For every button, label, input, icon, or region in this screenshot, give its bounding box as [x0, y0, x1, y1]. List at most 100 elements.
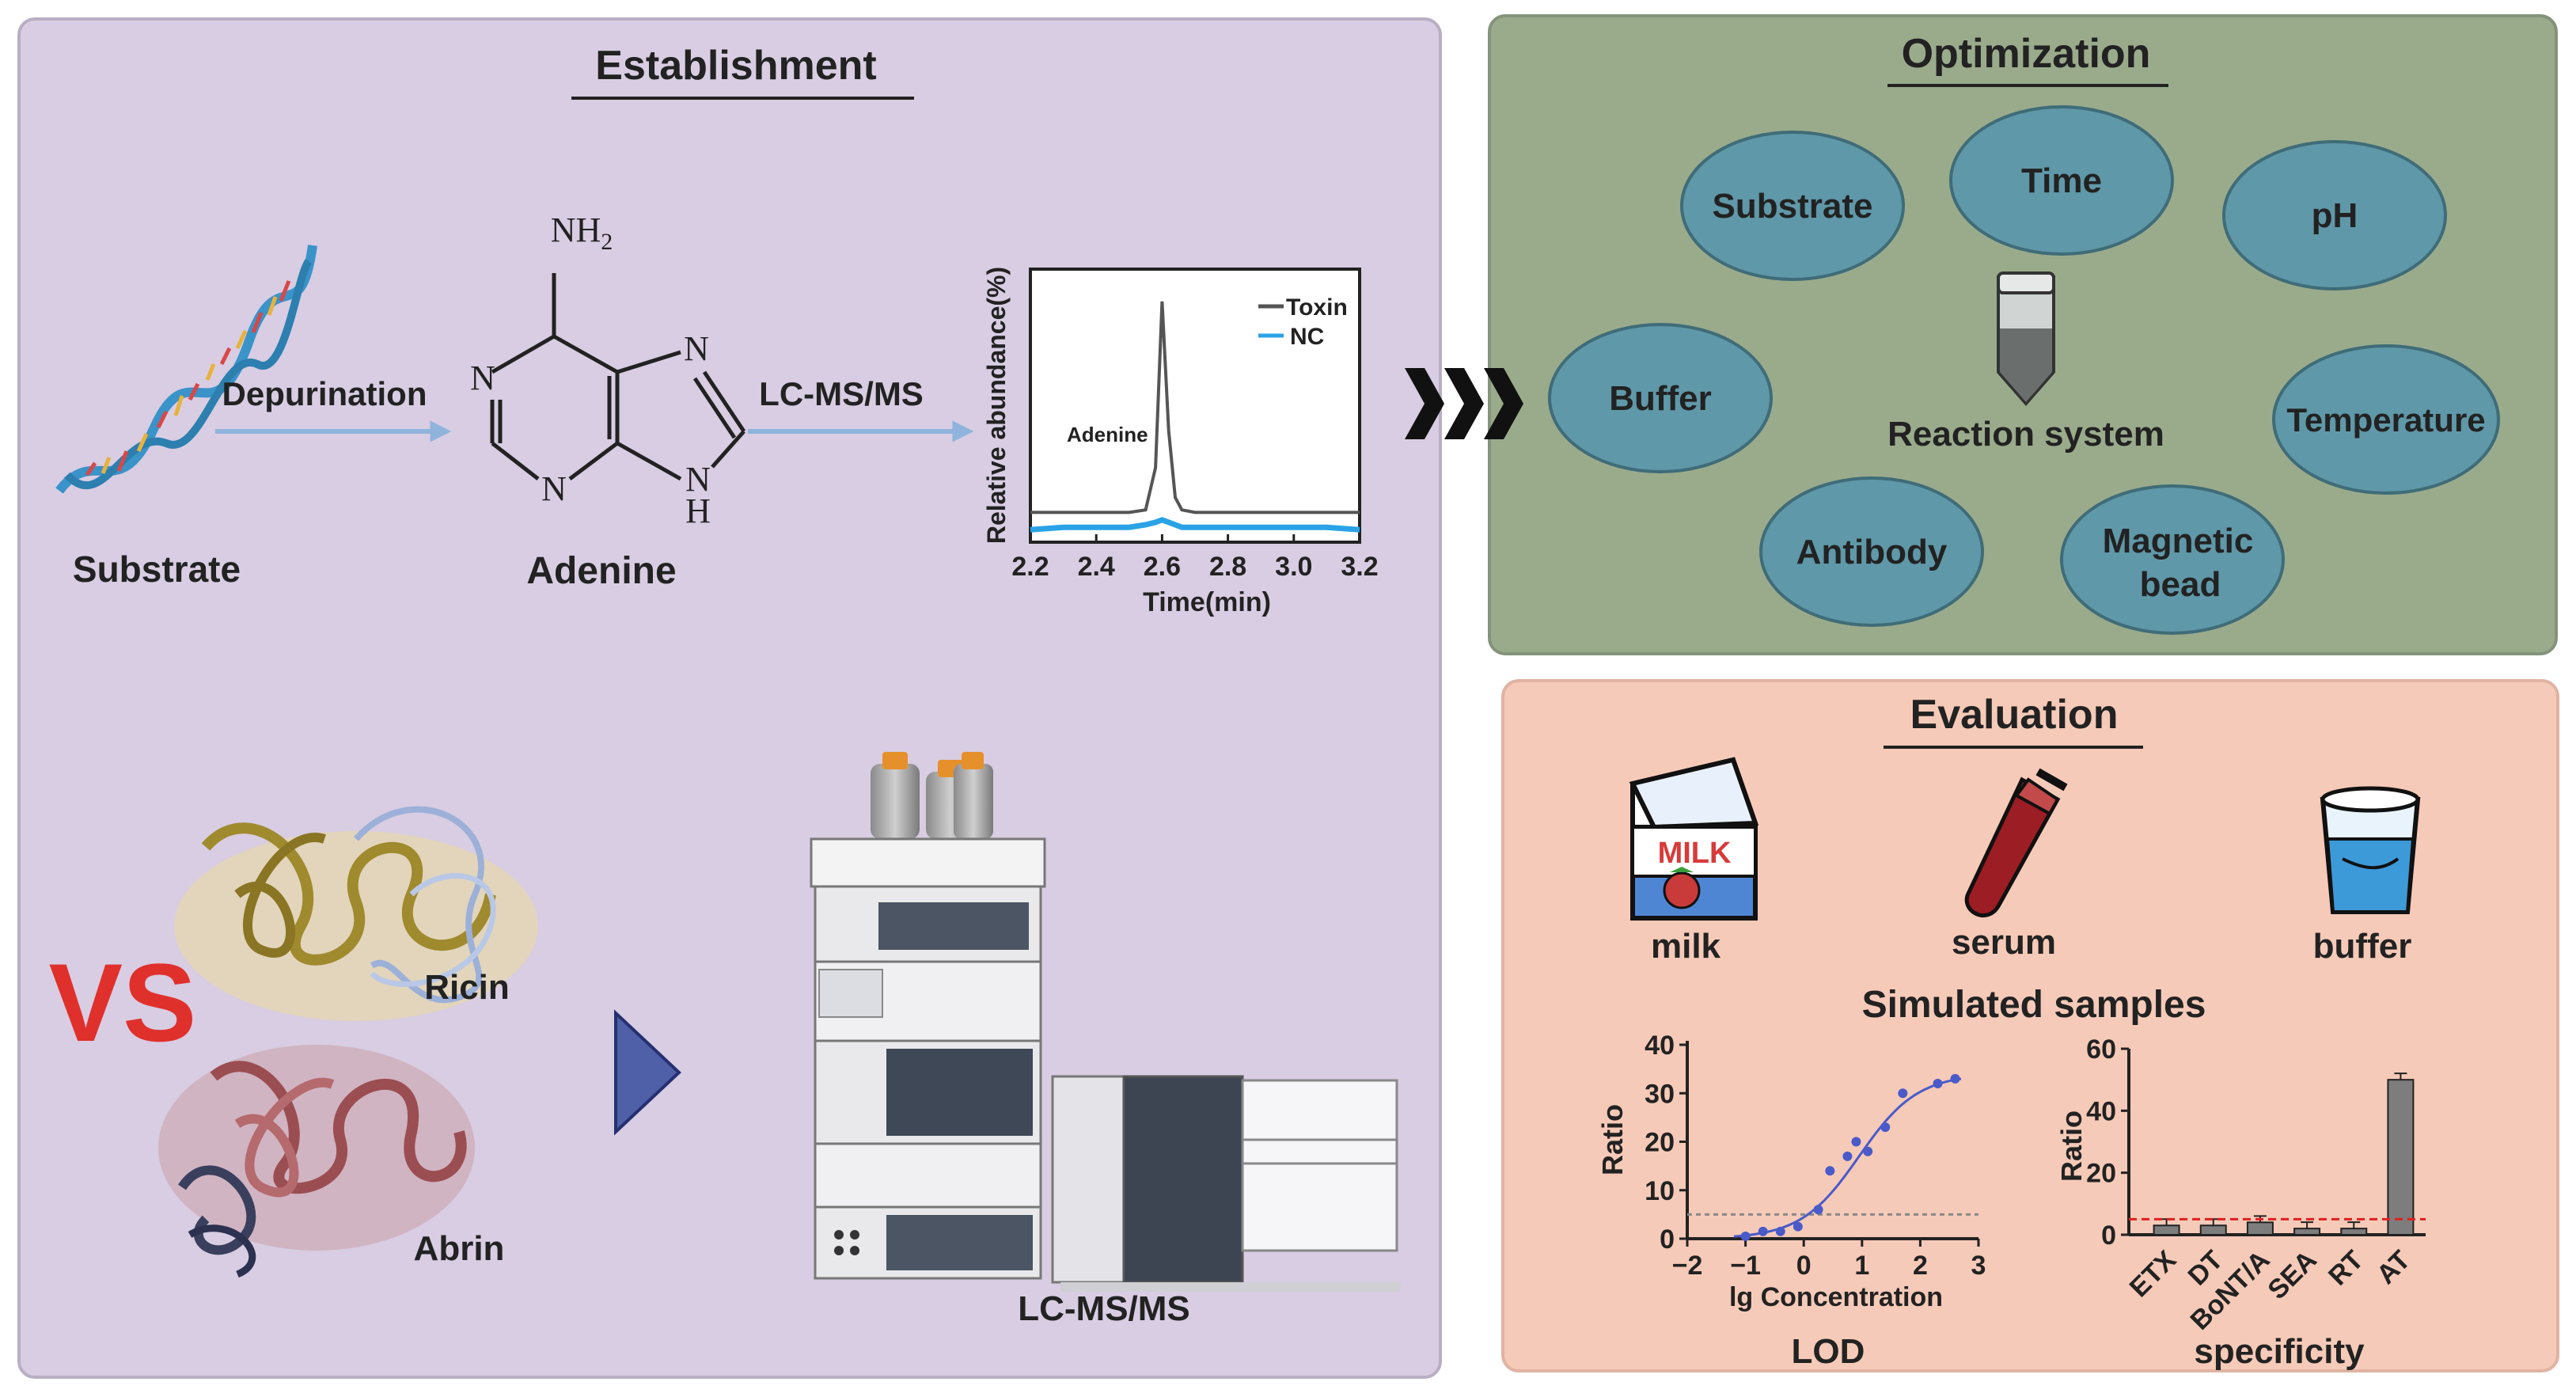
buffer-label: buffer: [2313, 927, 2412, 966]
spec-category-label: RT: [2323, 1245, 2369, 1292]
factor-substrate: Substrate: [1680, 131, 1905, 281]
factor-antibody: Antibody: [1759, 476, 1984, 627]
adenine-label: Adenine: [526, 550, 676, 592]
chromatogram-chart: Adenine 2.2 2.4 2.6 2.8 3.0 3.2 Time(min) Rel…: [982, 267, 1379, 617]
lod-data-point: [1880, 1122, 1891, 1133]
spec-y-tick-label: 60: [2086, 1034, 2116, 1065]
spec-bar: [2246, 1221, 2274, 1236]
simulated-samples-label: Simulated samples: [1862, 984, 2206, 1026]
nh2-label: NH2: [551, 211, 613, 255]
adenine-structure: [490, 273, 746, 481]
lod-y-tick-label: 20: [1645, 1128, 1675, 1158]
dna-helix-icon: [55, 245, 317, 494]
substrate-label: Substrate: [73, 549, 241, 590]
lod-ylabel: Ratio: [1596, 1104, 1629, 1175]
spec-bar: [2153, 1224, 2180, 1236]
lod-x-tick-label: 3: [1971, 1251, 1986, 1281]
establishment-title: Establishment: [595, 43, 876, 89]
spec-caption: specificity: [2194, 1332, 2365, 1371]
chromatogram-series-nc: [1030, 517, 1360, 533]
lod-data-point: [1898, 1088, 1908, 1099]
lod-caption: LOD: [1792, 1332, 1865, 1371]
h9-label: H: [685, 492, 711, 530]
reaction-tube-icon: [1997, 271, 2055, 407]
ricin-protein-icon: [174, 806, 538, 1021]
ricin-label: Ricin: [424, 968, 510, 1007]
lod-data-point: [1775, 1226, 1785, 1236]
chromatogram-x-tick-label: 2.2: [1011, 552, 1049, 582]
milk-carton-text: MILK: [1658, 837, 1732, 870]
factor-label: Magnetic: [2103, 522, 2254, 560]
spec-bar: [2340, 1228, 2368, 1236]
factor-buffer: Buffer: [1548, 323, 1773, 473]
chromatogram-x-tick-label: 2.8: [1209, 552, 1246, 582]
optimization-title: Optimization: [1902, 31, 2151, 77]
serum-label: serum: [1952, 923, 2056, 962]
factor-ph: pH: [2222, 140, 2447, 290]
chromatogram-series-toxin: [1030, 301, 1360, 514]
spec-y-tick-label: 40: [2086, 1096, 2116, 1126]
spec-y-tick-label: 20: [2086, 1159, 2116, 1189]
factor-label: Buffer: [1609, 379, 1712, 418]
chromatogram-x-tick-label: 2.6: [1144, 552, 1181, 582]
buffer-glass-icon: [2320, 786, 2421, 914]
spec-category-label: ETX: [2124, 1245, 2183, 1304]
play-triangle-icon: [614, 1009, 681, 1136]
spec-category-label: AT: [2371, 1245, 2416, 1290]
lod-data-point: [1842, 1151, 1853, 1161]
factor-temperature: Temperature: [2272, 344, 2500, 495]
depurination-label: Depurination: [222, 375, 427, 412]
spec-bar: [2199, 1224, 2227, 1236]
lod-fit-curve: [1733, 1077, 1962, 1238]
lod-data-point: [1933, 1079, 1943, 1088]
lod-data-point: [1863, 1146, 1873, 1156]
lod-data-point: [1813, 1205, 1823, 1215]
factor-magnetic-bead: Magnetic bead: [2060, 484, 2285, 635]
lod-data-point: [1793, 1221, 1803, 1232]
lcmsms-arrow-label: LC-MS/MS: [759, 375, 924, 412]
chromatogram-x-tick-label: 2.4: [1078, 552, 1115, 582]
spec-bar: [2387, 1079, 2415, 1236]
legend-nc: NC: [1290, 324, 1324, 350]
serum-tube-icon: [1964, 768, 2068, 917]
lod-data-point: [1825, 1166, 1835, 1176]
milk-label: milk: [1651, 927, 1721, 966]
factor-label: Time: [2021, 161, 2102, 200]
n9-label: N: [685, 460, 711, 499]
factor-label: pH: [2312, 196, 2358, 235]
n7-label: N: [684, 329, 709, 368]
lod-x-tick-label: 2: [1913, 1251, 1928, 1281]
lod-xlabel: lg Concentration: [1729, 1282, 1943, 1312]
chromatogram-ylabel: Relative abundance(%): [982, 267, 1011, 544]
lod-data-point: [1851, 1137, 1861, 1147]
lod-y-tick-label: 40: [1645, 1031, 1675, 1061]
abrin-protein-icon: [158, 1045, 475, 1278]
factor-label: Temperature: [2286, 401, 2485, 438]
factor-label: bead: [2140, 565, 2221, 604]
lod-y-tick-label: 0: [1660, 1224, 1675, 1255]
milk-carton-icon: MILK: [1629, 757, 1759, 921]
lcmsms-instrument-icon: [810, 752, 1401, 1292]
reaction-system-label: Reaction system: [1887, 415, 2164, 454]
factor-label: Substrate: [1713, 187, 1873, 226]
spec-ylabel: Ratio: [2055, 1110, 2088, 1182]
lod-x-tick-label: −1: [1730, 1251, 1761, 1281]
instrument-label: LC-MS/MS: [1018, 1289, 1190, 1328]
n1-label: N: [470, 359, 495, 397]
spec-y-tick-label: 0: [2101, 1220, 2116, 1251]
spec-bar: [2293, 1228, 2321, 1236]
lod-data-point: [1950, 1073, 1960, 1084]
chromatogram-xlabel: Time(min): [1143, 587, 1271, 617]
lod-x-tick-label: 1: [1854, 1251, 1869, 1281]
chromatogram-x-tick-label: 3.0: [1275, 552, 1312, 582]
chromatogram-x-tick-label: 3.2: [1341, 552, 1378, 582]
spec-category-label: SEA: [2262, 1245, 2322, 1305]
abrin-label: Abrin: [414, 1229, 505, 1268]
solvent-bottles: [871, 752, 993, 839]
evaluation-title: Evaluation: [1910, 692, 2119, 738]
chromatogram-annotation: Adenine: [1067, 423, 1148, 446]
factor-time: Time: [1949, 105, 2174, 256]
legend-toxin: Toxin: [1286, 294, 1348, 321]
